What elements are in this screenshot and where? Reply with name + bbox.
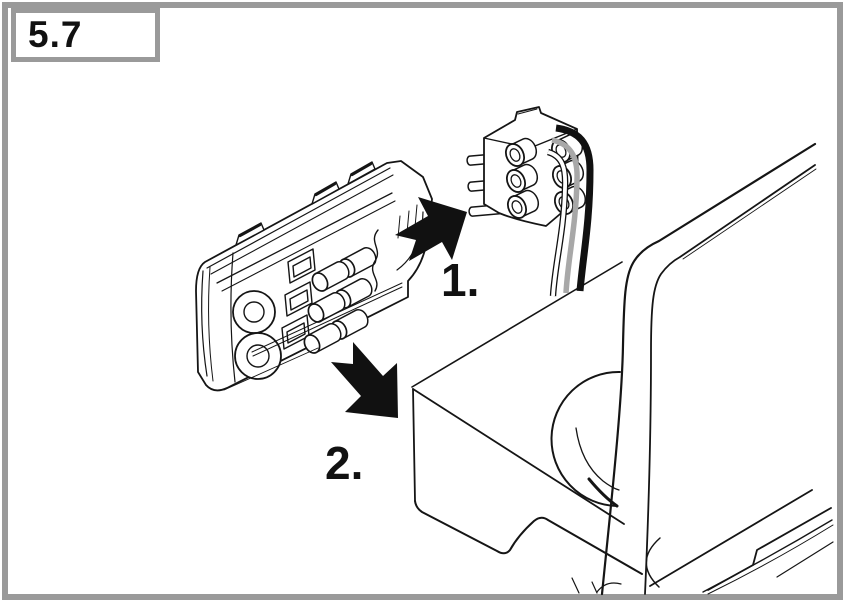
- step-1-label: 1.: [441, 254, 479, 306]
- cabinet-frame-edge: [600, 142, 817, 596]
- step-2-arrow-icon: [331, 342, 398, 418]
- terminal-cylinders-front: [303, 261, 350, 354]
- step-arrows: [331, 197, 467, 418]
- step-2-label: 2.: [325, 437, 363, 489]
- connector-plug: [466, 106, 587, 227]
- section-label: 5.7: [28, 14, 83, 55]
- wire-white: [547, 150, 568, 297]
- wire-black: [555, 124, 594, 292]
- wire-harness: [546, 124, 594, 297]
- drum-disc: [550, 370, 621, 508]
- wire-gray: [551, 137, 580, 294]
- section-badge: 5.7: [11, 8, 160, 62]
- terminal-block: [195, 160, 433, 392]
- cabinet-base-plinth: [571, 489, 834, 595]
- appliance-cabinet: [411, 142, 834, 596]
- mounting-bracket: [412, 388, 651, 581]
- cabinet-edge-line: [411, 261, 623, 388]
- clip-tabs: [235, 161, 376, 246]
- step-1-arrow-icon: [395, 197, 467, 261]
- plug-barrels: [504, 133, 587, 219]
